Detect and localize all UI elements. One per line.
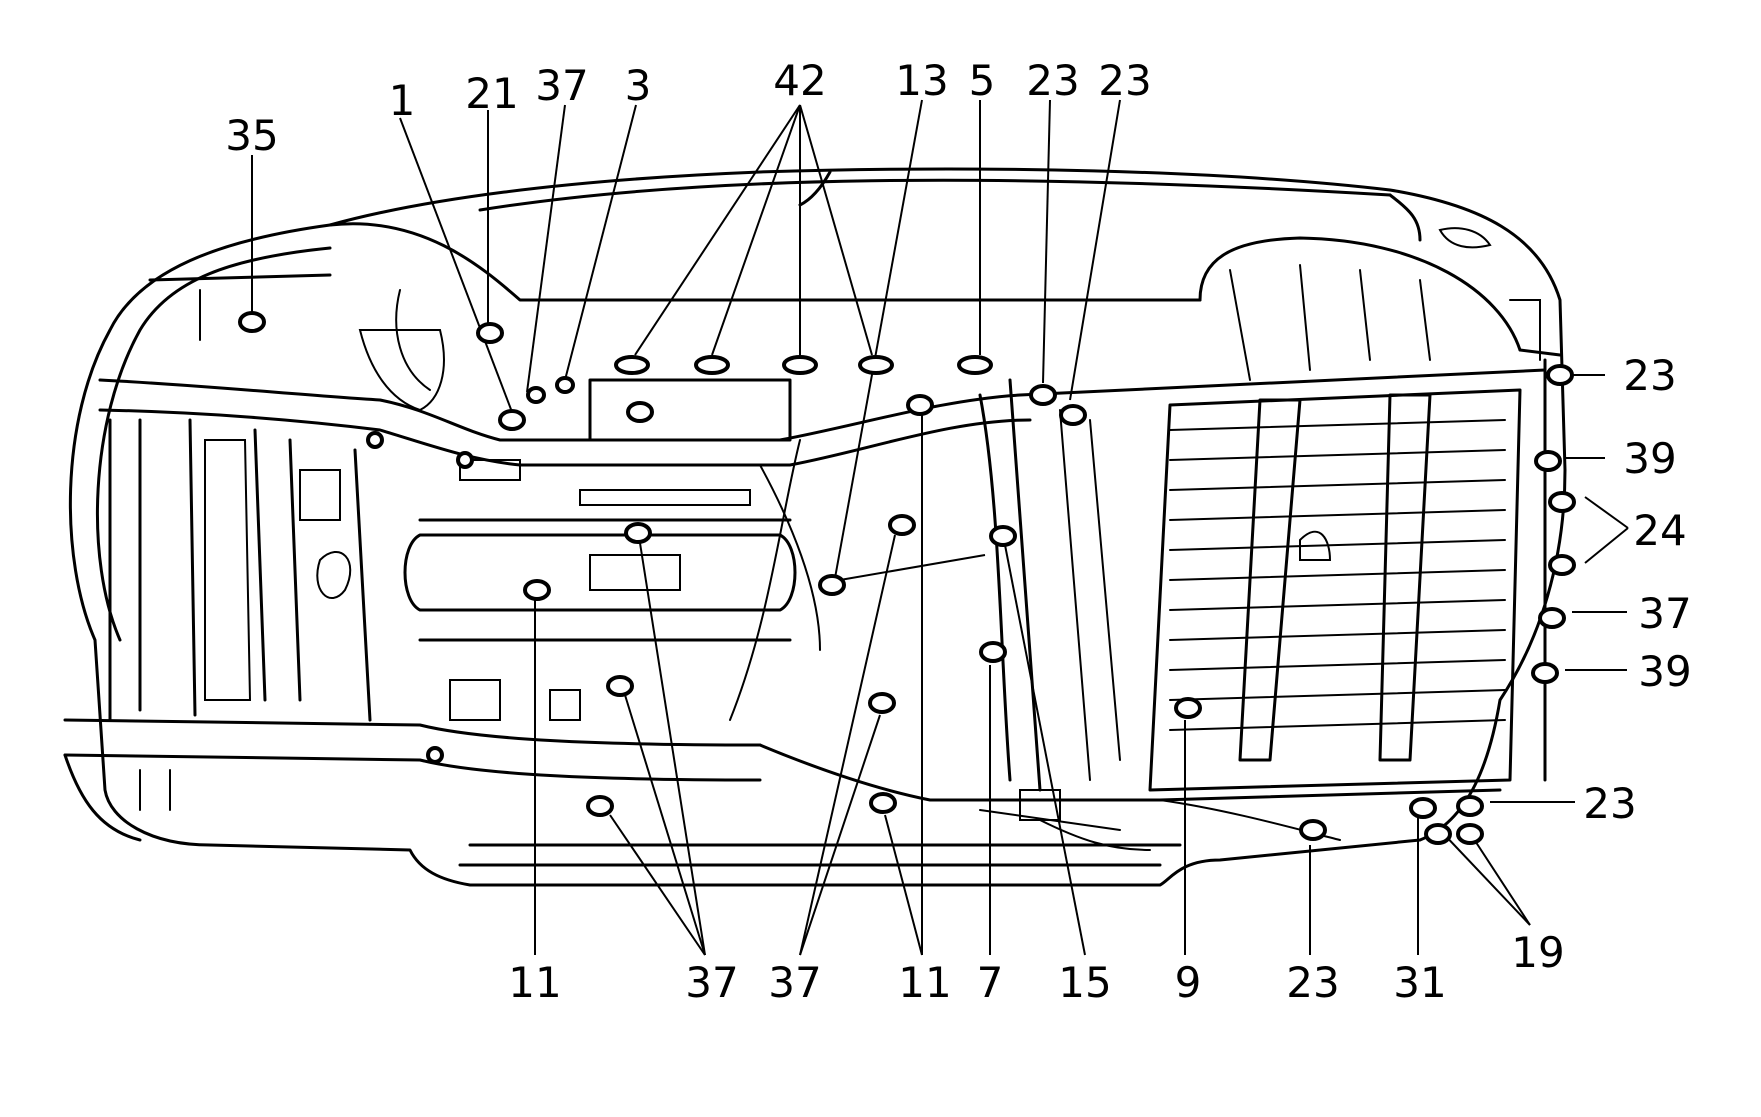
plug-marker bbox=[957, 355, 993, 375]
plug-marker bbox=[456, 451, 474, 469]
callout-23-bottom: 23 bbox=[1286, 958, 1339, 1007]
plug-marker bbox=[1548, 554, 1576, 576]
callout-17: 19 bbox=[1511, 928, 1564, 977]
callout-23-right-upper: 23 bbox=[1623, 351, 1676, 400]
plug-marker bbox=[858, 355, 894, 375]
plug-markers bbox=[238, 311, 1576, 845]
plug-marker bbox=[1538, 607, 1566, 629]
plug-marker bbox=[624, 522, 652, 544]
plug-marker bbox=[1299, 819, 1327, 841]
callout-39-lower: 39 bbox=[1638, 647, 1691, 696]
callout-39-upper: 39 bbox=[1623, 434, 1676, 483]
callout-35: 37 bbox=[1638, 589, 1691, 638]
callout-11-left: 11 bbox=[508, 958, 561, 1007]
plug-marker bbox=[426, 746, 444, 764]
callout-15: 15 bbox=[1058, 958, 1111, 1007]
plug-marker bbox=[1534, 450, 1562, 472]
plug-marker bbox=[1409, 797, 1437, 819]
callout-1: 1 bbox=[389, 76, 416, 125]
plug-marker bbox=[476, 322, 504, 344]
plug-marker bbox=[366, 431, 384, 449]
callout-37-right: 37 bbox=[768, 958, 821, 1007]
callout-23-top: 23 bbox=[1098, 56, 1151, 105]
plug-marker bbox=[694, 355, 730, 375]
plug-marker bbox=[555, 376, 575, 394]
plug-marker bbox=[1174, 697, 1202, 719]
plug-marker bbox=[1059, 404, 1087, 426]
plug-marker bbox=[868, 692, 896, 714]
plug-marker bbox=[906, 394, 934, 416]
plug-marker bbox=[614, 355, 650, 375]
callout-labels: 35 1 21 37 3 42 13 5 23 23 23 39 24 37 3… bbox=[225, 56, 1691, 1007]
callout-23-right-lower: 23 bbox=[1583, 779, 1636, 828]
plug-marker bbox=[1029, 384, 1057, 406]
callout-31: 37 bbox=[535, 61, 588, 110]
plug-marker bbox=[979, 641, 1007, 663]
plug-marker bbox=[782, 355, 818, 375]
plug-marker bbox=[1456, 823, 1484, 845]
plug-marker bbox=[888, 514, 916, 536]
plug-marker bbox=[586, 795, 614, 817]
plug-marker bbox=[1531, 662, 1559, 684]
callout-21: 23 bbox=[1026, 56, 1079, 105]
plug-marker bbox=[818, 574, 846, 596]
callout-13: 13 bbox=[895, 56, 948, 105]
callout-26: 31 bbox=[1393, 958, 1446, 1007]
callout-7: 7 bbox=[977, 958, 1004, 1007]
callout-24: 24 bbox=[1633, 506, 1686, 555]
callout-3: 3 bbox=[625, 61, 652, 110]
callout-19: 21 bbox=[465, 69, 518, 118]
plug-marker bbox=[1456, 795, 1484, 817]
plug-marker bbox=[523, 579, 551, 601]
fuel-tank-ribs bbox=[1169, 419, 1506, 731]
plug-marker bbox=[1424, 823, 1452, 845]
callout-42: 42 bbox=[773, 56, 826, 105]
callout-9: 9 bbox=[1175, 958, 1202, 1007]
callout-5: 5 bbox=[969, 56, 996, 105]
plug-marker bbox=[498, 409, 526, 431]
plug-marker bbox=[989, 525, 1017, 547]
vehicle-body-outline bbox=[63, 167, 1567, 887]
callout-28: 35 bbox=[225, 111, 278, 160]
callout-37-left: 37 bbox=[685, 958, 738, 1007]
plug-marker bbox=[238, 311, 266, 333]
plug-marker bbox=[606, 675, 634, 697]
plug-marker bbox=[1546, 364, 1574, 386]
plug-marker bbox=[1548, 491, 1576, 513]
plug-marker bbox=[626, 401, 654, 423]
plug-marker bbox=[526, 386, 546, 404]
leader-lines bbox=[251, 99, 1629, 956]
plug-marker bbox=[869, 792, 897, 814]
callout-11-right: 11 bbox=[898, 958, 951, 1007]
